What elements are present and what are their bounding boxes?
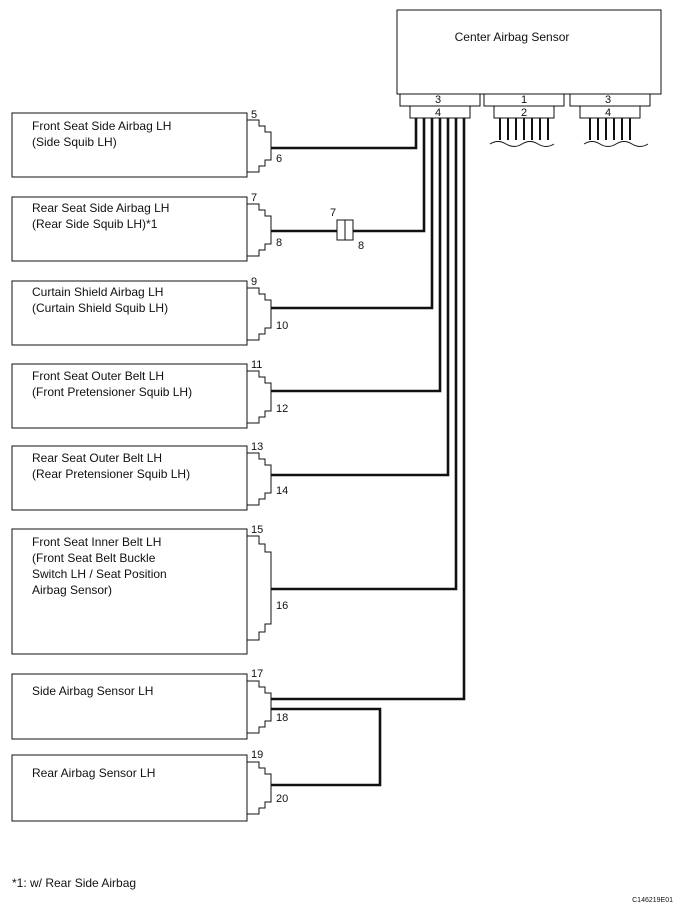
svg-text:13: 13 [251,441,263,453]
svg-text:Rear Seat Side Airbag LH: Rear Seat Side Airbag LH [32,201,169,215]
svg-text:5: 5 [251,109,257,121]
component-front-seat-side-airbag: Front Seat Side Airbag LH (Side Squib LH… [11,112,248,178]
svg-text:Switch LH / Seat Position: Switch LH / Seat Position [32,567,167,581]
svg-text:Airbag Sensor): Airbag Sensor) [32,583,112,597]
svg-text:15: 15 [251,524,263,536]
center-connector-3: 3 4 [569,93,651,119]
svg-text:6: 6 [276,153,282,165]
center-airbag-sensor: Center Airbag Sensor 3 4 1 2 3 4 [396,9,662,147]
svg-text:16: 16 [276,600,288,612]
figure-code: C146219E01 [632,897,673,904]
svg-text:20: 20 [276,793,288,805]
center-connector-3-bottom-pin: 4 [605,107,611,119]
svg-text:Curtain Shield Airbag LH: Curtain Shield Airbag LH [32,285,163,299]
component-curtain-shield-airbag: Curtain Shield Airbag LH (Curtain Shield… [11,280,248,346]
svg-text:Front Seat Outer Belt LH: Front Seat Outer Belt LH [32,369,164,383]
center-connector-2-bottom-pin: 2 [521,107,527,119]
wire-break-mark [489,141,555,147]
svg-text:10: 10 [276,320,288,332]
svg-text:Rear Airbag Sensor LH: Rear Airbag Sensor LH [32,766,155,780]
component-side-airbag-sensor: Side Airbag Sensor LH [11,673,248,740]
center-connector-2: 1 2 [483,93,565,119]
center-connector-1: 3 4 [399,93,481,119]
center-connector-2-top-pin: 1 [521,94,527,106]
wire-break-mark [583,141,649,147]
component-front-seat-outer-belt: Front Seat Outer Belt LH (Front Pretensi… [11,363,248,429]
svg-text:17: 17 [251,668,263,680]
svg-text:(Rear Side Squib LH)*1: (Rear Side Squib LH)*1 [32,217,158,231]
inline-connector-top-pin: 7 [330,207,336,219]
component-rear-seat-outer-belt: Rear Seat Outer Belt LH (Rear Pretension… [11,445,248,511]
svg-text:8: 8 [276,237,282,249]
svg-text:(Rear Pretensioner Squib LH): (Rear Pretensioner Squib LH) [32,467,190,481]
center-connector-1-top-pin: 3 [435,94,441,106]
svg-text:18: 18 [276,712,288,724]
svg-text:(Side Squib LH): (Side Squib LH) [32,135,117,149]
svg-text:(Curtain Shield Squib LH): (Curtain Shield Squib LH) [32,301,168,315]
center-connector-1-bottom-pin: 4 [435,107,441,119]
svg-text:(Front Seat Belt Buckle: (Front Seat Belt Buckle [32,551,156,565]
footnote: *1: w/ Rear Side Airbag [12,876,137,890]
component-front-seat-inner-belt: Front Seat Inner Belt LH (Front Seat Bel… [11,528,248,655]
component-rear-seat-side-airbag: Rear Seat Side Airbag LH (Rear Side Squi… [11,196,248,262]
svg-text:7: 7 [251,192,257,204]
svg-text:Front Seat Side Airbag LH: Front Seat Side Airbag LH [32,119,171,133]
component-rear-airbag-sensor: Rear Airbag Sensor LH [11,754,248,822]
inline-connector: 7 8 [330,207,364,252]
center-connector-3-top-pin: 3 [605,94,611,106]
component-pin-labels: 5 6 7 8 9 10 11 12 13 14 15 16 17 18 19 … [251,109,288,805]
inline-connector-bottom-pin: 8 [358,240,364,252]
svg-text:(Front Pretensioner Squib LH): (Front Pretensioner Squib LH) [32,385,192,399]
wiring-harness [271,118,466,787]
svg-text:Rear Seat Outer Belt LH: Rear Seat Outer Belt LH [32,451,162,465]
connector-2-wire-stubs [499,118,549,140]
svg-text:Side Airbag Sensor LH: Side Airbag Sensor LH [32,684,153,698]
connector-3-wire-stubs [589,118,631,140]
side-connectors [246,119,272,815]
svg-text:9: 9 [251,276,257,288]
center-airbag-sensor-title: Center Airbag Sensor [455,30,570,44]
svg-text:12: 12 [276,403,288,415]
svg-text:11: 11 [251,359,262,371]
svg-text:14: 14 [276,485,288,497]
svg-text:19: 19 [251,749,263,761]
svg-text:Front Seat Inner Belt LH: Front Seat Inner Belt LH [32,535,161,549]
